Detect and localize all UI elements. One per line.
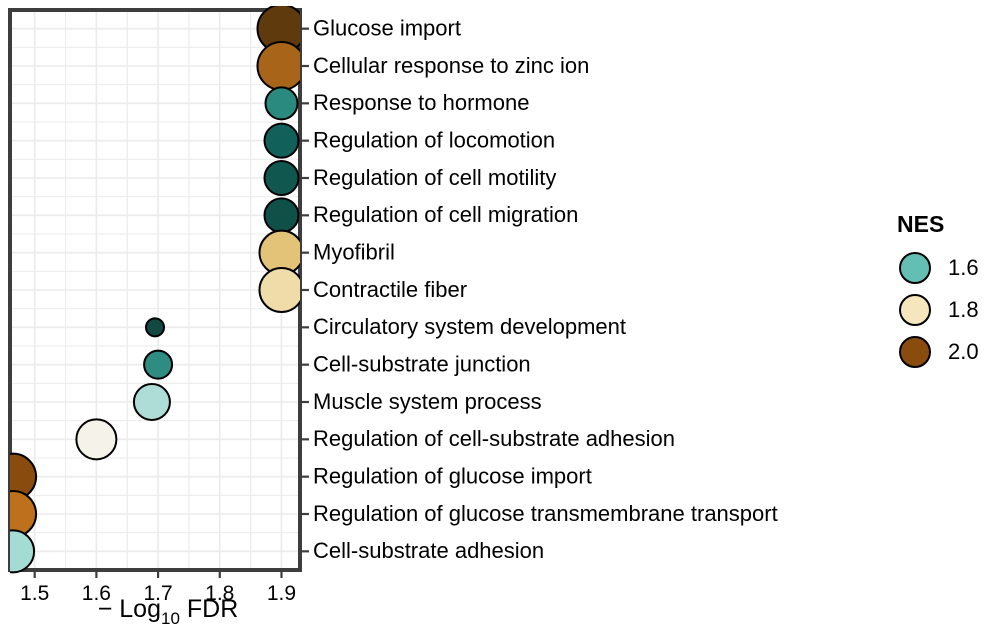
category-label: Contractile fiber (313, 277, 467, 302)
category-label: Myofibril (313, 239, 395, 264)
data-point (263, 160, 300, 196)
category-label: Response to hormone (313, 90, 529, 115)
x-axis-ticks (33, 570, 283, 578)
legend-swatch (899, 336, 931, 368)
legend-items: 1.6 1.8 2.0 (899, 252, 979, 368)
legend-label: 1.8 (948, 297, 979, 322)
category-label: Muscle system process (313, 389, 542, 414)
data-point (145, 317, 165, 338)
legend-label: 2.0 (948, 339, 979, 364)
plot-panel-background (8, 8, 300, 570)
gridlines (10, 10, 300, 570)
x-tick-label: 1.8 (205, 582, 234, 605)
data-points (10, 6, 300, 574)
legend-label: 1.6 (948, 255, 979, 280)
category-label: Regulation of glucose import (313, 463, 592, 488)
data-point (75, 418, 118, 461)
x-axis-tick-labels: 1.5 1.6 1.7 1.8 1.9 (20, 582, 296, 605)
data-point (263, 197, 300, 234)
category-label: Regulation of glucose transmembrane tran… (313, 501, 778, 526)
category-label: Cell-substrate junction (313, 351, 531, 376)
x-tick-label: 1.5 (20, 582, 49, 605)
category-label: Regulation of locomotion (313, 127, 555, 152)
x-axis-title: − Log10 FDR (98, 595, 239, 628)
data-point (143, 349, 174, 380)
data-point (264, 86, 299, 121)
legend-swatch (899, 252, 931, 284)
category-label: Regulation of cell-substrate adhesion (313, 426, 675, 451)
data-point (258, 267, 300, 313)
category-label: Cell-substrate adhesion (313, 538, 544, 563)
x-tick-label: 1.7 (143, 582, 172, 605)
data-point (10, 529, 36, 574)
category-label: Regulation of cell motility (313, 165, 556, 190)
x-tick-label: 1.6 (82, 582, 111, 605)
x-tick-label: 1.9 (267, 582, 296, 605)
data-point (256, 41, 300, 91)
data-point (263, 122, 300, 159)
category-label: Cellular response to zinc ion (313, 53, 589, 78)
category-label: Glucose import (313, 15, 461, 40)
data-point (132, 383, 171, 421)
legend-title: NES (897, 211, 944, 237)
category-label: Circulatory system development (313, 314, 626, 339)
category-label: Regulation of cell migration (313, 202, 578, 227)
y-axis-tick-marks (300, 27, 309, 553)
legend-swatch (899, 294, 931, 326)
